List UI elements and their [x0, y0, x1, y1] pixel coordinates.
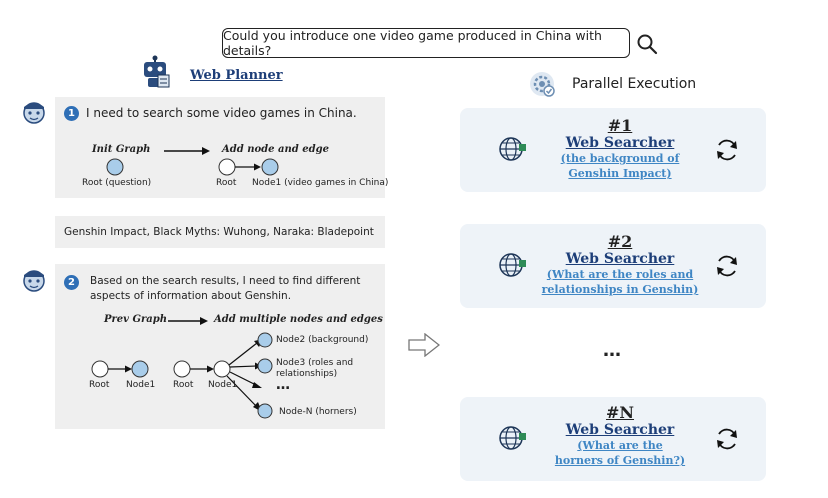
edge	[229, 371, 257, 386]
card-subtitle-line1[interactable]: (What are the	[577, 439, 663, 452]
card-number: #N	[605, 403, 635, 422]
globe-icon	[499, 253, 526, 277]
step1-text: I need to search some video games in Chi…	[86, 106, 357, 120]
edge	[229, 365, 257, 368]
card-title[interactable]: Web Searcher	[565, 251, 675, 267]
node2-label: Node2 (background)	[276, 335, 369, 345]
node1-label: Node1 (video games in China)	[252, 178, 389, 188]
cards-ellipsis: …	[603, 340, 621, 361]
step1-panel	[55, 97, 385, 198]
node-n	[257, 403, 273, 419]
search-result-panel	[55, 216, 385, 248]
node3	[257, 358, 273, 374]
card-text: #2 Web Searcher (What are the roles and …	[520, 232, 720, 297]
query-box[interactable]: Could you introduce one video game produ…	[222, 28, 630, 58]
refresh-icon[interactable]	[712, 252, 742, 280]
node1	[213, 360, 231, 378]
edge	[228, 342, 258, 366]
node1	[261, 158, 279, 176]
card-subtitle-line1[interactable]: (What are the roles and	[546, 268, 694, 281]
node3-label-line1: Node3 (roles and	[276, 358, 354, 368]
card-text: #N Web Searcher (What are the horners of…	[520, 403, 720, 468]
root-label: Root	[216, 178, 237, 188]
init-graph-label: Init Graph	[92, 144, 151, 155]
parallel-execution-title: Parallel Execution	[572, 76, 697, 92]
web-planner-title: Web Planner	[190, 68, 283, 83]
node-n-label: Node-N (horners)	[279, 407, 357, 417]
web-searcher-card[interactable]: #N Web Searcher (What are the horners of…	[460, 397, 766, 481]
step2-number: 2	[64, 275, 79, 290]
card-subtitle-line2[interactable]: horners of Genshin?)	[554, 454, 686, 467]
edge-arrowhead	[207, 365, 214, 373]
edge-arrowhead	[254, 163, 261, 171]
globe-icon	[499, 426, 526, 450]
step1-graph	[106, 158, 279, 176]
node2	[257, 332, 273, 348]
step2-text-line2: aspects of information about Genshin.	[90, 290, 292, 302]
globe-icon	[499, 137, 526, 161]
avatar-icon	[23, 102, 45, 124]
card-number: #2	[607, 232, 633, 251]
root-node	[173, 360, 191, 378]
refresh-icon[interactable]	[712, 136, 742, 164]
add-multiple-label: Add multiple nodes and edges	[214, 314, 383, 325]
step2-text-line1: Based on the search results, I need to f…	[90, 275, 361, 287]
card-title[interactable]: Web Searcher	[565, 422, 675, 438]
root-question-label: Root (question)	[82, 178, 152, 188]
card-subtitle-line1[interactable]: (the background of	[560, 152, 680, 165]
root-node	[91, 360, 109, 378]
prev-graph-label: Prev Graph	[104, 314, 167, 325]
root-node	[218, 158, 236, 176]
card-text: #1 Web Searcher (the background of Gensh…	[520, 116, 720, 181]
arrow-right-icon	[408, 333, 440, 357]
root-b-label: Root	[173, 380, 194, 390]
step1-number: 1	[64, 106, 79, 121]
edge-arrowhead	[125, 365, 132, 373]
node1	[131, 360, 149, 378]
arrow-right-icon	[168, 317, 208, 325]
search-result-text: Genshin Impact, Black Myths: Wuhong, Nar…	[64, 226, 374, 238]
robot-icon	[144, 55, 170, 88]
root-a-label: Root	[89, 380, 110, 390]
card-subtitle-line2[interactable]: Genshin Impact)	[568, 167, 672, 180]
card-subtitle-line2[interactable]: relationships in Genshin)	[541, 283, 699, 296]
web-searcher-card[interactable]: #1 Web Searcher (the background of Gensh…	[460, 108, 766, 192]
edge	[226, 375, 258, 408]
card-number: #1	[607, 116, 633, 135]
node1-b-label: Node1	[208, 380, 238, 390]
gear-icon	[530, 72, 555, 97]
search-icon[interactable]	[636, 33, 658, 55]
refresh-icon[interactable]	[712, 425, 742, 453]
node1-a-label: Node1	[126, 380, 156, 390]
step2-panel	[55, 264, 385, 429]
avatar-icon	[23, 270, 45, 292]
arrow-right-icon	[164, 147, 210, 155]
query-text: Could you introduce one video game produ…	[223, 28, 602, 58]
card-title[interactable]: Web Searcher	[565, 135, 675, 151]
root-node	[106, 158, 124, 176]
node3-label-line2: relationships)	[276, 369, 338, 379]
edge-arrowhead	[252, 382, 262, 388]
web-searcher-card[interactable]: #2 Web Searcher (What are the roles and …	[460, 224, 766, 308]
step2-graph	[91, 332, 273, 419]
add-node-label: Add node and edge	[222, 144, 329, 155]
nodes-ellipsis: …	[276, 377, 290, 393]
